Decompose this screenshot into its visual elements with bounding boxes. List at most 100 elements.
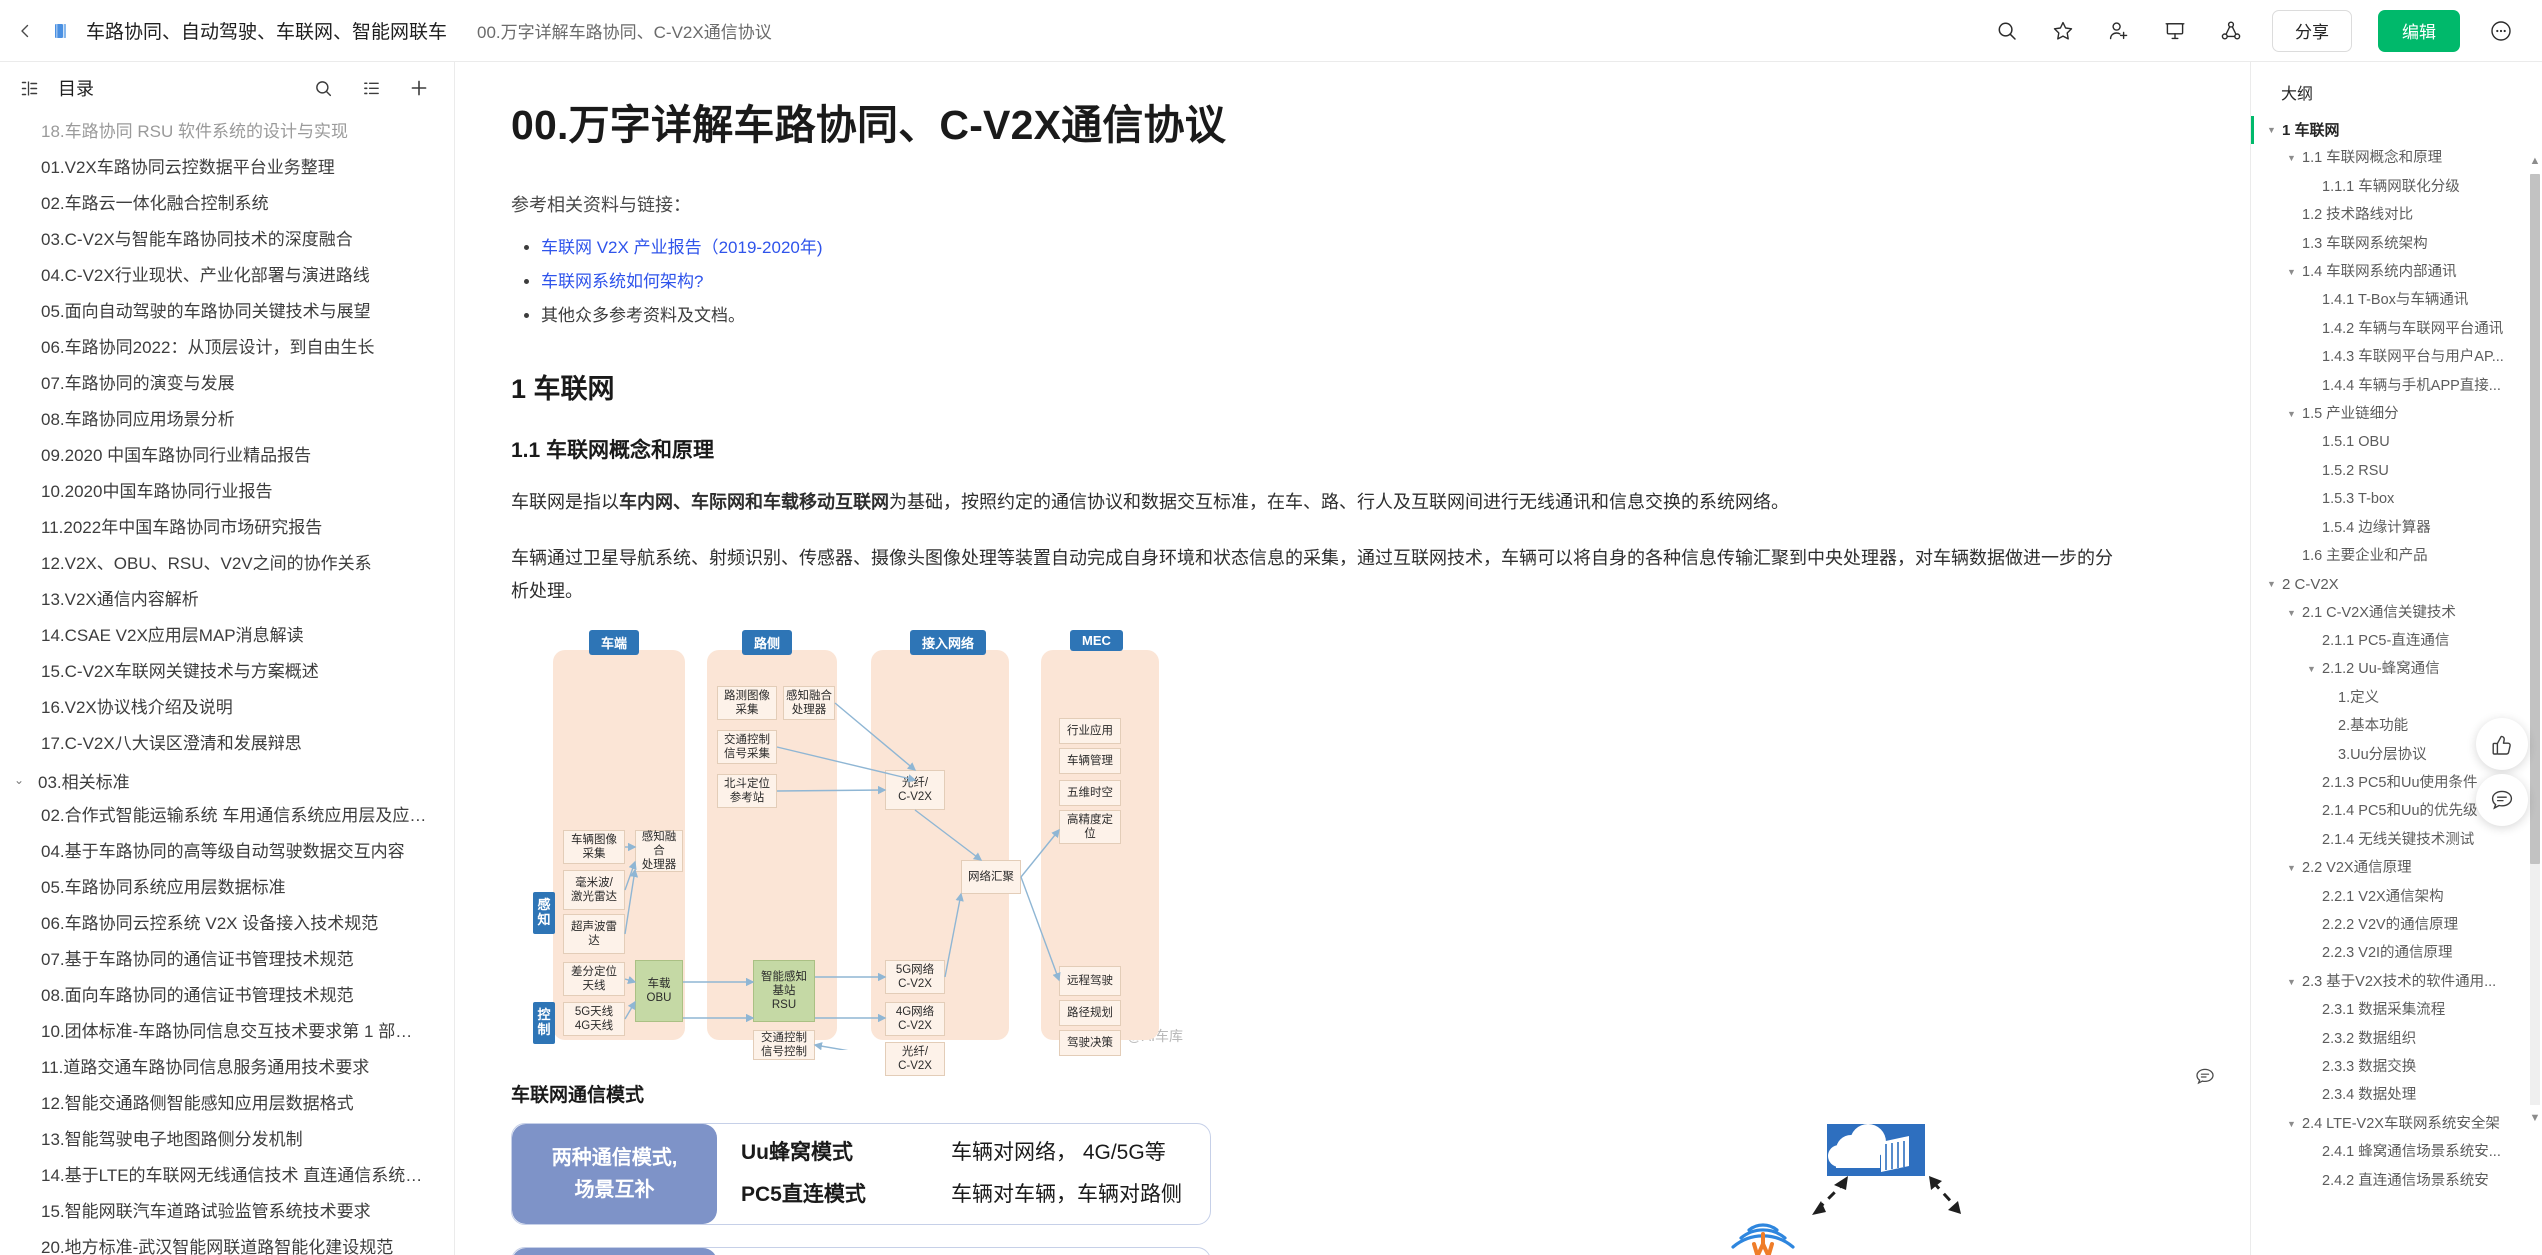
- chevron-down-icon[interactable]: ▼: [2287, 408, 2296, 419]
- outline-item[interactable]: 2.3.4 数据处理: [2251, 1081, 2542, 1109]
- chevron-down-icon[interactable]: ▼: [2287, 153, 2296, 164]
- add-doc-icon[interactable]: [406, 75, 432, 101]
- reference-item[interactable]: 车联网系统如何架构?: [541, 265, 2130, 299]
- catalog-item[interactable]: 15.C-V2X车联网关键技术与方案概述: [41, 662, 319, 681]
- breadcrumb-doc-title[interactable]: 00.万字详解车路协同、C-V2X通信协议: [477, 23, 772, 42]
- outline-item[interactable]: 1.1.1 车辆网联化分级: [2251, 173, 2542, 201]
- catalog-item[interactable]: 10.2020中国车路协同行业报告: [41, 482, 273, 501]
- list-view-icon[interactable]: [358, 75, 384, 101]
- catalog-item[interactable]: 10.团体标准-车路协同信息交互技术要求第 1 部分：路侧...: [41, 1022, 454, 1041]
- reference-link[interactable]: 车联网 V2X 产业报告（2019-2020年): [541, 238, 823, 258]
- catalog-group[interactable]: ⌄03.相关标准: [0, 762, 454, 798]
- outline-item[interactable]: 1.4.3 车联网平台与用户AP...: [2251, 343, 2542, 371]
- outline-item[interactable]: ▼1.5 产业链细分: [2251, 400, 2542, 428]
- outline-item[interactable]: 1.5.2 RSU: [2251, 457, 2542, 485]
- outline-item[interactable]: 1.定义: [2251, 684, 2542, 712]
- outline-item[interactable]: 1.5.1 OBU: [2251, 428, 2542, 456]
- chevron-down-icon[interactable]: ▼: [2267, 124, 2276, 135]
- chevron-down-icon[interactable]: ▼: [2287, 266, 2296, 277]
- outline-item[interactable]: 2.2.3 V2I的通信原理: [2251, 939, 2542, 967]
- outline-item[interactable]: ▼1.4 车联网系统内部通讯: [2251, 258, 2542, 286]
- catalog-item[interactable]: 13.V2X通信内容解析: [41, 590, 199, 609]
- chevron-left-icon[interactable]: [14, 20, 36, 42]
- outline-item[interactable]: 1.5.4 边缘计算器: [2251, 513, 2542, 541]
- outline-item[interactable]: 1.4.2 车辆与车联网平台通讯: [2251, 315, 2542, 343]
- catalog-item[interactable]: 08.面向车路协同的通信证书管理技术规范: [41, 986, 354, 1005]
- outline-item[interactable]: ▼2.2 V2X通信原理: [2251, 854, 2542, 882]
- catalog-item[interactable]: 02.合作式智能运输系统 车用通信系统应用层及应用数据...: [41, 806, 454, 825]
- share-button[interactable]: 分享: [2272, 9, 2352, 52]
- outline-item[interactable]: ▼2.3 基于V2X技术的软件通用...: [2251, 968, 2542, 996]
- catalog-item[interactable]: 03.C-V2X与智能车路协同技术的深度融合: [41, 230, 353, 249]
- catalog-item[interactable]: 17.C-V2X八大误区澄清和发展辩思: [41, 734, 302, 753]
- outline-item[interactable]: 2.3.1 数据采集流程: [2251, 996, 2542, 1024]
- outline-item[interactable]: 1.4.1 T-Box与车辆通讯: [2251, 286, 2542, 314]
- outline-item[interactable]: 1.4.4 车辆与手机APP直接...: [2251, 372, 2542, 400]
- catalog-list[interactable]: 18.车路协同 RSU 软件系统的设计与实现 01.V2X车路协同云控数据平台业务…: [0, 114, 454, 1255]
- catalog-item[interactable]: 01.V2X车路协同云控数据平台业务整理: [41, 158, 335, 177]
- comment-fab[interactable]: [2476, 774, 2528, 826]
- outline-item[interactable]: 2.1.1 PC5-直连通信: [2251, 627, 2542, 655]
- document-pane[interactable]: 00.万字详解车路协同、C-V2X通信协议 参考相关资料与链接： 车联网 V2X…: [455, 62, 2250, 1255]
- more-ellipsis-icon[interactable]: [2486, 16, 2516, 46]
- outline-item[interactable]: ▼2.1.2 Uu-蜂窝通信: [2251, 655, 2542, 683]
- chevron-down-icon[interactable]: ▼: [2287, 607, 2296, 618]
- catalog-item[interactable]: 18.车路协同 RSU 软件系统的设计与实现: [41, 122, 348, 141]
- catalog-item[interactable]: 04.基于车路协同的高等级自动驾驶数据交互内容: [41, 842, 405, 861]
- chevron-up-icon[interactable]: ▲: [2529, 155, 2541, 167]
- catalog-item[interactable]: 12.V2X、OBU、RSU、V2V之间的协作关系: [41, 554, 372, 573]
- catalog-item[interactable]: 12.智能交通路侧智能感知应用层数据格式: [41, 1094, 354, 1113]
- outline-item[interactable]: ▼1.1 车联网概念和原理: [2251, 144, 2542, 172]
- outline-item[interactable]: 2.1.4 无线关键技术测试: [2251, 826, 2542, 854]
- catalog-item[interactable]: 07.车路协同的演变与发展: [41, 374, 235, 393]
- search-icon[interactable]: [310, 75, 336, 101]
- catalog-item[interactable]: 15.智能网联汽车道路试验监管系统技术要求: [41, 1202, 371, 1221]
- presentation-icon[interactable]: [2160, 16, 2190, 46]
- catalog-item[interactable]: 08.车路协同应用场景分析: [41, 410, 235, 429]
- star-icon[interactable]: [2048, 16, 2078, 46]
- outline-item[interactable]: 2.2.1 V2X通信架构: [2251, 883, 2542, 911]
- scrollbar-thumb[interactable]: [2530, 174, 2540, 864]
- chevron-down-icon[interactable]: ▼: [2287, 1118, 2296, 1129]
- catalog-item[interactable]: 11.道路交通车路协同信息服务通用技术要求: [41, 1058, 370, 1077]
- outline-item[interactable]: 2.3.2 数据组织: [2251, 1025, 2542, 1053]
- outline-item[interactable]: 2.2.2 V2V的通信原理: [2251, 911, 2542, 939]
- outline-item[interactable]: 1.3 车联网系统架构: [2251, 230, 2542, 258]
- catalog-item[interactable]: 13.智能驾驶电子地图路侧分发机制: [41, 1130, 303, 1149]
- catalog-item[interactable]: 20.地方标准-武汉智能网联道路智能化建设规范: [41, 1238, 394, 1255]
- outline-item[interactable]: 1.2 技术路线对比: [2251, 201, 2542, 229]
- catalog-item[interactable]: 09.2020 中国车路协同行业精品报告: [41, 446, 312, 465]
- chevron-down-icon[interactable]: ⌄: [14, 773, 25, 787]
- outline-scrollbar[interactable]: ▲ ▼: [2528, 152, 2542, 1127]
- catalog-item[interactable]: 14.CSAE V2X应用层MAP消息解读: [41, 626, 304, 645]
- chevron-down-icon[interactable]: ▼: [2529, 1112, 2541, 1124]
- toc-panel-icon[interactable]: [16, 75, 42, 101]
- catalog-item[interactable]: 16.V2X协议栈介绍及说明: [41, 698, 233, 717]
- outline-item[interactable]: 1.5.3 T-box: [2251, 485, 2542, 513]
- catalog-item[interactable]: 06.车路协同云控系统 V2X 设备接入技术规范: [41, 914, 379, 933]
- add-member-icon[interactable]: [2104, 16, 2134, 46]
- catalog-item[interactable]: 05.车路协同系统应用层数据标准: [41, 878, 286, 897]
- catalog-item[interactable]: 11.2022年中国车路协同市场研究报告: [41, 518, 323, 537]
- chevron-down-icon[interactable]: ▼: [2267, 579, 2276, 590]
- outline-item[interactable]: ▼1 车联网: [2251, 116, 2542, 144]
- chevron-down-icon[interactable]: ▼: [2287, 976, 2296, 987]
- outline-item[interactable]: 2.4.2 直连通信场景系统安: [2251, 1166, 2542, 1194]
- search-icon[interactable]: [1992, 16, 2022, 46]
- comment-bubble-icon[interactable]: [2190, 1062, 2220, 1092]
- outline-item[interactable]: ▼2 C-V2X: [2251, 570, 2542, 598]
- catalog-item[interactable]: 05.面向自动驾驶的车路协同关键技术与展望: [41, 302, 371, 321]
- outline-item[interactable]: 2.4.1 蜂窝通信场景系统安...: [2251, 1138, 2542, 1166]
- reference-item[interactable]: 车联网 V2X 产业报告（2019-2020年): [541, 231, 2130, 265]
- catalog-item[interactable]: 07.基于车路协同的通信证书管理技术规范: [41, 950, 354, 969]
- chevron-down-icon[interactable]: ▼: [2287, 863, 2296, 874]
- like-fab[interactable]: [2476, 718, 2528, 770]
- catalog-item[interactable]: 02.车路云一体化融合控制系统: [41, 194, 269, 213]
- share-network-icon[interactable]: [2216, 16, 2246, 46]
- knowledge-base-title[interactable]: 车路协同、自动驾驶、车联网、智能网联车: [86, 22, 448, 43]
- catalog-item[interactable]: 14.基于LTE的车联网无线通信技术 直连通信系统路侧单...: [41, 1166, 454, 1185]
- outline-item[interactable]: ▼2.1 C-V2X通信关键技术: [2251, 599, 2542, 627]
- edit-button[interactable]: 编辑: [2378, 9, 2460, 52]
- catalog-item[interactable]: 04.C-V2X行业现状、产业化部署与演进路线: [41, 266, 370, 285]
